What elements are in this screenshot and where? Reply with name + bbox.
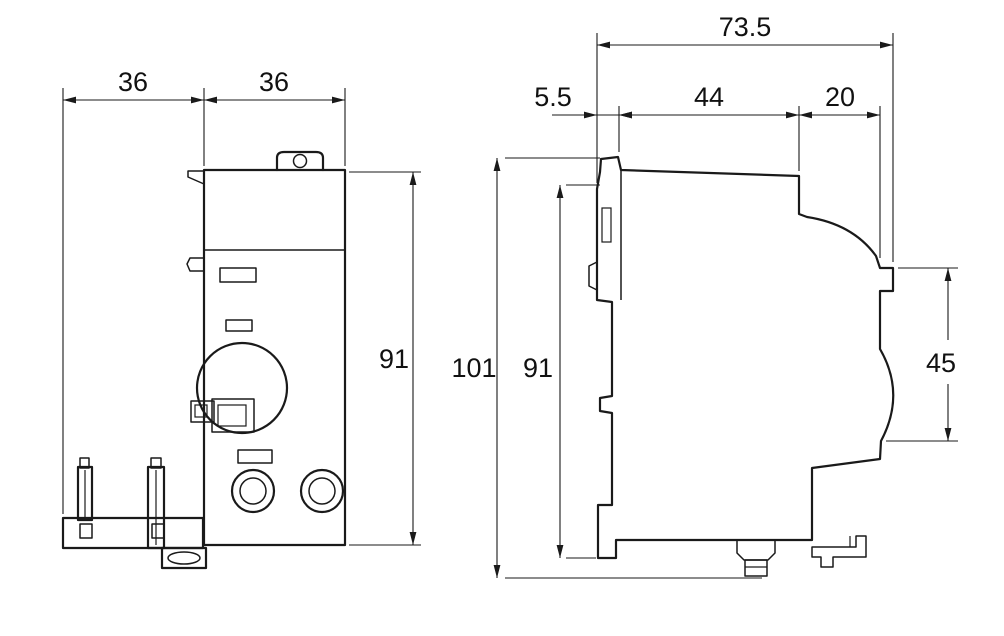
front-body	[202, 168, 347, 547]
front-left-tab	[186, 257, 204, 272]
dim-label-front-height: 91	[379, 344, 409, 374]
dim-label-side-overall-width: 73.5	[719, 12, 772, 42]
dim-label-side-overall-height: 101	[451, 353, 496, 383]
dim-label-side-body-height: 91	[523, 353, 553, 383]
bracket-base	[61, 516, 205, 550]
side-view: 73.5 5.5 44 20 101 91	[451, 12, 958, 579]
front-terminal-left	[230, 468, 276, 514]
front-terminal-right	[299, 468, 345, 514]
front-mid-window	[237, 449, 273, 464]
bracket-prong-left	[76, 465, 94, 522]
bracket-prong-right-tip	[150, 457, 162, 469]
side-profile	[595, 155, 895, 560]
front-view: 36 36 91	[61, 67, 421, 570]
front-label-window-2	[225, 319, 253, 332]
dim-label-side-front-face-height: 45	[926, 348, 956, 378]
dim-label-side-clip-depth: 5.5	[534, 82, 572, 112]
side-terminal-screw-tip	[744, 559, 768, 577]
front-terminal-right-inner	[308, 477, 336, 505]
front-dial-toggle-inner	[217, 404, 247, 427]
front-view-outline	[61, 150, 347, 570]
front-dial-toggle	[211, 398, 255, 433]
side-view-dimensions: 73.5 5.5 44 20 101 91	[451, 12, 958, 579]
front-side-latch-inner	[194, 404, 208, 418]
bracket-foot-oval	[167, 551, 201, 565]
dim-label-side-body-depth: 44	[694, 82, 724, 112]
side-view-outline	[588, 155, 895, 577]
front-terminal-left-inner	[239, 477, 267, 505]
side-terminal-screw	[736, 540, 776, 561]
dim-label-front-width-left: 36	[118, 67, 148, 97]
bracket-prong-left-tip	[79, 457, 90, 469]
bracket-base-slot-2	[151, 523, 165, 539]
front-left-beak	[187, 170, 205, 185]
dim-label-front-width-right: 36	[259, 67, 289, 97]
front-dial	[195, 341, 289, 435]
bracket-base-slot-1	[79, 523, 93, 539]
front-side-latch	[190, 400, 215, 423]
dim-label-side-front-depth: 20	[825, 82, 855, 112]
bracket-foot	[160, 546, 208, 570]
front-label-window-1	[219, 267, 257, 283]
side-clip-hook	[588, 261, 598, 291]
front-view-dimensions: 36 36 91	[62, 67, 421, 546]
front-top-screw	[292, 153, 308, 169]
front-top-tab	[275, 150, 325, 172]
side-din-clip	[811, 535, 867, 568]
side-clip-slot	[601, 207, 612, 243]
